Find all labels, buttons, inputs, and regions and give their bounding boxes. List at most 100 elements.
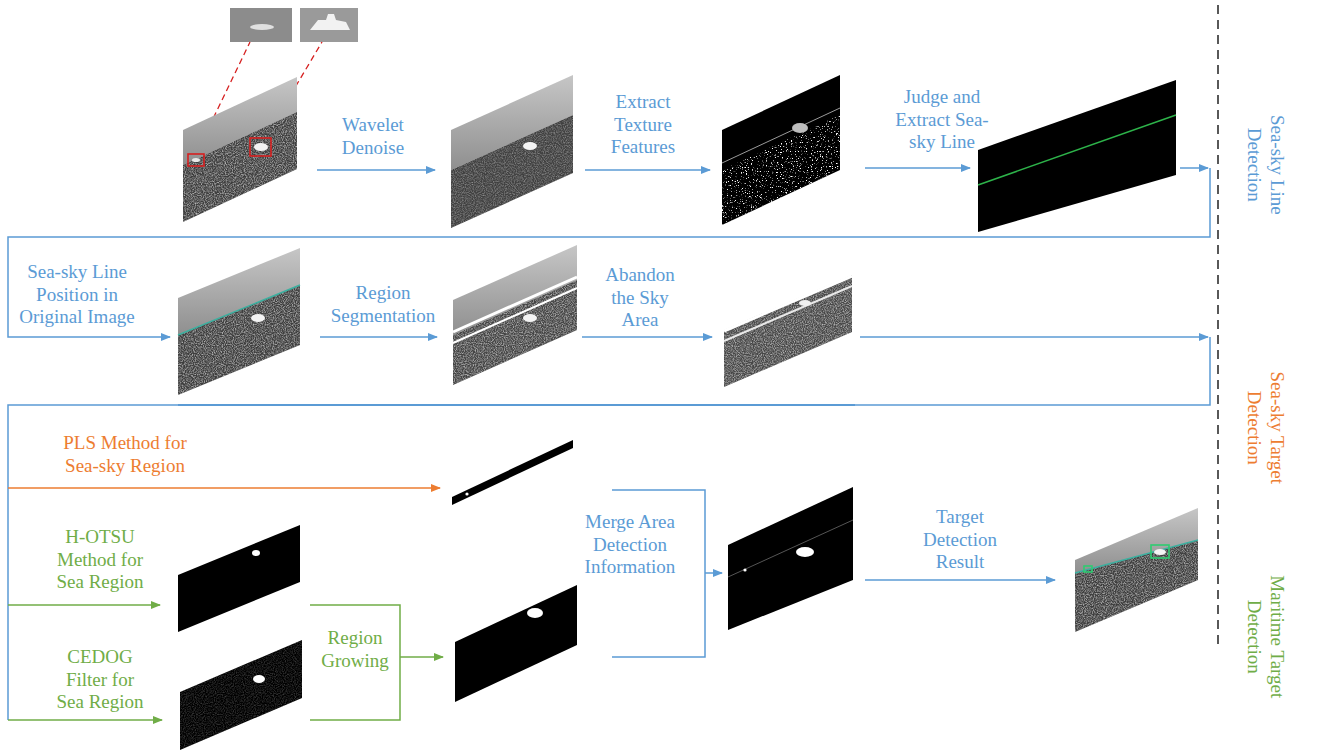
pls-result (452, 440, 573, 505)
step-label: Sea-sky Line Position in Original Image (12, 261, 142, 329)
hotsu-result (178, 525, 300, 632)
step-label: Wavelet Denoise (323, 114, 423, 160)
target-blob (527, 608, 543, 618)
step-label: Region Growing (315, 627, 395, 673)
ship (310, 14, 350, 30)
sea-area (178, 285, 300, 395)
flow-line (8, 337, 1210, 720)
denoised-image (451, 75, 573, 228)
flow-arrow (8, 487, 440, 489)
texture-line (722, 108, 840, 163)
binary-ground (178, 525, 300, 632)
flow-arrow (865, 579, 1055, 581)
sea-area (724, 275, 852, 387)
flow-line (178, 404, 855, 406)
step-label: H-OTSU Method for Sea Region (50, 526, 150, 594)
sea-texture (453, 280, 577, 385)
region-border (453, 288, 577, 343)
texture-image (722, 75, 840, 225)
flow-arrow (320, 336, 437, 338)
flow-arrow (860, 336, 1208, 338)
merged-result (728, 487, 853, 630)
sea-area (451, 115, 573, 228)
sea-sky-line (178, 285, 300, 335)
sea-texture (451, 115, 573, 228)
flow-arrow (400, 656, 443, 658)
filter-texture (180, 640, 302, 750)
ship (799, 300, 811, 306)
step-label: Extract Texture Features (596, 91, 691, 159)
sea-area (453, 280, 577, 385)
binary-ground (728, 487, 853, 630)
final-image (1075, 508, 1198, 632)
step-label: CEDOG Filter for Sea Region (50, 646, 150, 714)
detection-box (1151, 545, 1169, 558)
ship (523, 314, 537, 322)
filter-ground (180, 640, 302, 750)
target-box (250, 138, 271, 156)
ship (254, 143, 268, 151)
section-divider (1217, 5, 1219, 645)
sea-sky-strip (452, 440, 573, 505)
sea-texture (1075, 540, 1198, 632)
flow-line (8, 168, 1210, 337)
sea-texture (183, 112, 297, 222)
target-box (188, 154, 204, 166)
step-label: Judge and Extract Sea-sky Line (886, 86, 998, 154)
target-blob (253, 675, 265, 683)
merge-bracket (310, 605, 400, 720)
step-label: Region Segmentation (323, 282, 443, 328)
thumbnail (230, 8, 292, 42)
flow-arrow (317, 169, 435, 171)
ship (523, 142, 537, 150)
flow-arrow (8, 604, 160, 606)
line-ground (978, 80, 1176, 232)
target-blob (252, 550, 260, 556)
step-label: Abandon the Sky Area (595, 264, 685, 332)
flow-arrow (582, 336, 712, 338)
sea-texture (724, 275, 852, 387)
step-label: PLS Method for Sea-sky Region (50, 432, 200, 478)
ship (1154, 549, 1166, 555)
flow-arrow (1180, 167, 1208, 169)
region-border (453, 277, 577, 332)
texture-ground (722, 75, 840, 225)
sea-sky-line (1075, 540, 1198, 573)
sea-area (1075, 540, 1198, 632)
flow-arrow (705, 572, 722, 574)
section-label: Sea-sky Target Detection (1242, 353, 1288, 503)
target-blob (743, 568, 746, 571)
flow-arrow (585, 169, 710, 171)
strip-border (728, 520, 853, 577)
target-blob (796, 547, 814, 557)
region-border (724, 276, 852, 331)
original-image (183, 77, 297, 222)
line-position-image (178, 248, 300, 395)
sea-only-image (724, 275, 852, 387)
ship (251, 314, 265, 322)
ship-texture (792, 123, 808, 133)
target-blob (465, 492, 468, 495)
ship (250, 24, 274, 30)
section-label: Sea-sky Line Detection (1242, 90, 1288, 240)
step-label: Merge Area Detection Information (575, 511, 685, 579)
sea-sky-line-image (978, 80, 1176, 232)
cedog-result (180, 640, 302, 750)
region-border (724, 286, 852, 341)
detection-box (1084, 566, 1092, 572)
segmented-image (453, 245, 577, 385)
growing-result (455, 585, 577, 702)
texture-dots (722, 115, 840, 225)
binary-ground (455, 585, 577, 702)
sea-area (183, 112, 297, 222)
step-label: Target Detection Result (915, 506, 1005, 574)
flow-arrows (8, 168, 1210, 720)
thumbnail (300, 8, 358, 42)
sea-texture (178, 285, 300, 395)
flow-arrow (865, 167, 970, 169)
ship (192, 158, 200, 162)
sea-sky-line (978, 115, 1176, 185)
